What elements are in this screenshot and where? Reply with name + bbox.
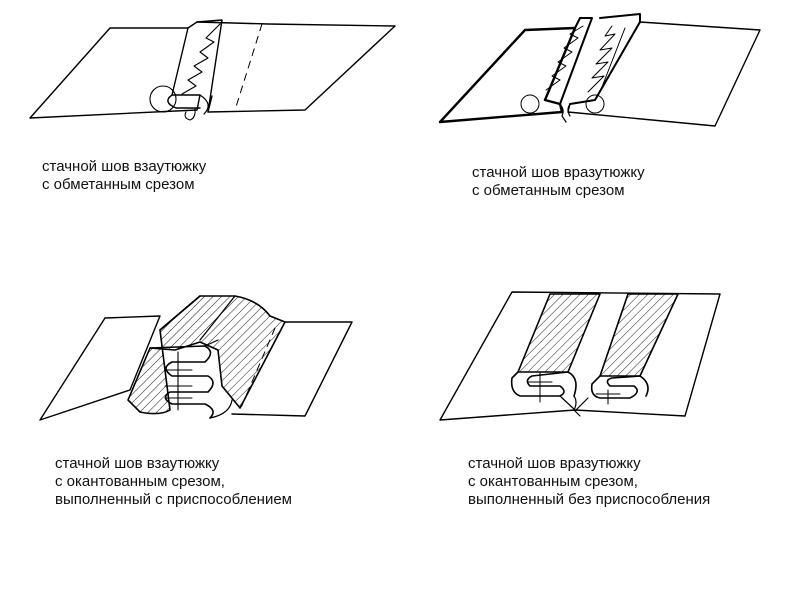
fabric-panel-base [439,291,721,421]
binding-fold-right [575,375,649,411]
center-seam-fold [559,103,571,123]
seam-stitch-marks [164,351,193,411]
caption-3-line-1: стачной шов взаутюжку [55,455,220,472]
binding-right-hatched [599,293,679,377]
caption-2-line-1: стачной шов вразутюжку [472,164,645,181]
caption-4-line-3: выполненный без приспособления [468,491,711,508]
fabric-panel-right [567,21,761,127]
fabric-panel-right [196,21,396,113]
figure-3-seam-pressed-to-side-bound [39,295,353,421]
caption-2: стачной шов вразутюжку с обметанным срез… [472,164,645,200]
figure-2-seam-pressed-open-overcast [438,13,761,127]
figure-4-seam-pressed-open-bound [439,291,721,421]
magnifier-circle-left [520,94,540,114]
binding-hatched-region [127,295,286,415]
caption-4-line-1: стачной шов вразутюжку [468,455,641,472]
caption-2-line-2: с обметанным срезом [472,182,625,199]
caption-4: стачной шов вразутюжку с окантованным ср… [468,455,710,509]
fabric-panel-left [39,315,161,421]
caption-1-line-1: стачной шов взаутюжку [42,158,207,175]
figure-1-seam-pressed-to-side-overcast [29,19,396,121]
allowance-left [544,17,593,105]
caption-3: стачной шов взаутюжку с окантованным сре… [55,455,292,509]
magnifier-circle-right [585,94,605,114]
binding-left-hatched [517,293,601,373]
caption-3-line-2: с окантованным срезом, [55,473,225,490]
folded-allowance [167,19,223,121]
overcast-stitch-zigzag [181,23,221,95]
binding-fold-layers [149,339,233,419]
fabric-panel-right [231,321,353,417]
binding-fold-left [510,371,577,411]
seam-stitch-line-dashed [234,23,263,111]
caption-1-line-2: с обметанным срезом [42,176,195,193]
center-seam-fold [573,395,581,417]
fabric-panel-left [438,26,577,124]
seam-stitch-line-dashed [239,327,276,411]
caption-1: стачной шов взаутюжку с обметанным срезо… [42,158,206,194]
caption-3-line-3: выполненный с приспособлением [55,491,292,508]
magnifier-circle [149,85,177,113]
caption-4-line-2: с окантованным срезом, [468,473,638,490]
